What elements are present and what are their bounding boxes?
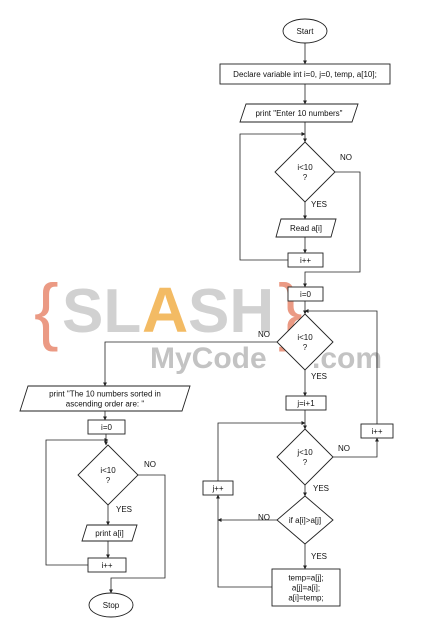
- node-cond-i10-1: i<10?: [274, 141, 336, 203]
- watermark-letters-sh: SH: [188, 277, 274, 346]
- node-print-enter: print "Enter 10 numbers": [239, 103, 359, 123]
- node-cond-i10-3: i<10?: [77, 444, 139, 506]
- process-shape: [285, 395, 327, 411]
- watermark-logo: { SL A SH } MyCode .com: [34, 269, 382, 375]
- edge-label-no: NO: [340, 153, 352, 162]
- node-label: i=0: [300, 290, 311, 299]
- node-label: ascending order are: ": [66, 400, 145, 409]
- connector-arrow: [109, 474, 166, 594]
- connector-arrow: [304, 309, 378, 424]
- node-inc-j: j++: [202, 480, 234, 496]
- process-shape: [287, 252, 324, 268]
- node-declare: Declare variable int i=0, j=0, temp, a[1…: [219, 63, 391, 85]
- process-shape: [219, 63, 391, 85]
- edge-label-yes: YES: [313, 484, 329, 493]
- node-start: Start: [282, 18, 328, 44]
- watermark-letter-a: A: [142, 274, 188, 346]
- node-label: i<10: [100, 466, 116, 475]
- node-label: a[j]=a[i];: [292, 584, 320, 593]
- connector-arrow: [103, 341, 277, 387]
- node-if-swap: if a[i]>a[j]: [276, 495, 334, 545]
- connector-arrow: [216, 494, 272, 588]
- decision-shape: [77, 444, 139, 506]
- node-label: ?: [303, 343, 308, 352]
- node-label: Read a[i]: [290, 224, 322, 233]
- edge-label-no: NO: [258, 513, 270, 522]
- node-label: print a[i]: [95, 529, 123, 538]
- node-inc-i-2: i++: [360, 423, 394, 439]
- node-label: i=0: [101, 423, 112, 432]
- node-cond-i10-2: i<10?: [276, 313, 334, 371]
- connector-arrow: [239, 132, 306, 261]
- connector-arrow: [303, 171, 361, 288]
- node-label: j++: [211, 484, 223, 493]
- node-label: i<10: [297, 163, 313, 172]
- edge-label-no: NO: [258, 330, 270, 339]
- flow-connectors: [45, 43, 379, 594]
- node-label: i++: [101, 561, 112, 570]
- node-label: print "Enter 10 numbers": [255, 109, 342, 118]
- edge-label-no: NO: [338, 444, 350, 453]
- edge-label-yes: YES: [311, 552, 327, 561]
- node-label: Stop: [103, 601, 120, 610]
- node-label: i++: [371, 427, 382, 436]
- process-shape: [287, 286, 324, 302]
- terminal-shape: [88, 592, 134, 618]
- connector-arrow: [217, 421, 306, 481]
- watermark-mycode: MyCode: [150, 342, 267, 375]
- node-label: j<10: [296, 448, 313, 457]
- node-label: temp=a[j];: [288, 574, 323, 583]
- watermark-letters-sl: SL: [62, 277, 141, 346]
- node-print-sorted: print "The 10 numbers sorted inascending…: [19, 385, 191, 412]
- edge-label-yes: YES: [116, 505, 132, 514]
- node-label: if a[i]>a[j]: [289, 516, 321, 525]
- process-shape: [87, 419, 126, 435]
- node-set-i0-1: i=0: [287, 286, 324, 302]
- terminal-shape: [282, 18, 328, 44]
- edge-label-no: NO: [144, 460, 156, 469]
- node-label: a[i]=temp;: [288, 594, 323, 603]
- decision-shape: [276, 495, 334, 545]
- node-inc-i-1: i++: [287, 252, 324, 268]
- edge-label-yes: YES: [311, 372, 327, 381]
- node-read: Read a[i]: [275, 218, 337, 238]
- io-shape: [81, 524, 138, 542]
- node-label: j=i+1: [296, 399, 315, 408]
- connector-arrow: [333, 437, 379, 458]
- node-swap-block: temp=a[j];a[j]=a[i];a[i]=temp;: [271, 568, 341, 607]
- decision-shape: [274, 141, 336, 203]
- connector-arrow: [45, 438, 109, 566]
- node-label: ?: [303, 458, 308, 467]
- io-shape: [19, 385, 191, 412]
- process-shape: [360, 423, 394, 439]
- io-shape: [239, 103, 359, 123]
- node-label: Declare variable int i=0, j=0, temp, a[1…: [233, 70, 377, 79]
- node-label: ?: [106, 476, 111, 485]
- node-label: Start: [297, 27, 315, 36]
- node-label: ?: [303, 173, 308, 182]
- process-shape: [202, 480, 234, 496]
- edge-label-yes: YES: [311, 200, 327, 209]
- io-shape: [275, 218, 337, 238]
- node-cond-j10: j<10?: [276, 428, 334, 486]
- watermark-open-brace: {: [34, 269, 59, 352]
- process-shape: [271, 568, 341, 607]
- node-inc-i-3: i++: [87, 557, 127, 573]
- node-set-i0-2: i=0: [87, 419, 126, 435]
- node-stop: Stop: [88, 592, 134, 618]
- node-label: i++: [300, 256, 311, 265]
- node-label: i<10: [297, 333, 313, 342]
- decision-shape: [276, 428, 334, 486]
- node-label: print "The 10 numbers sorted in: [49, 390, 161, 399]
- decision-shape: [276, 313, 334, 371]
- node-print-ai: print a[i]: [81, 524, 138, 542]
- node-set-j: j=i+1: [285, 395, 327, 411]
- edge-labels: NO YES NO YES NO YES NO YES NO YES: [116, 153, 352, 561]
- process-shape: [87, 557, 127, 573]
